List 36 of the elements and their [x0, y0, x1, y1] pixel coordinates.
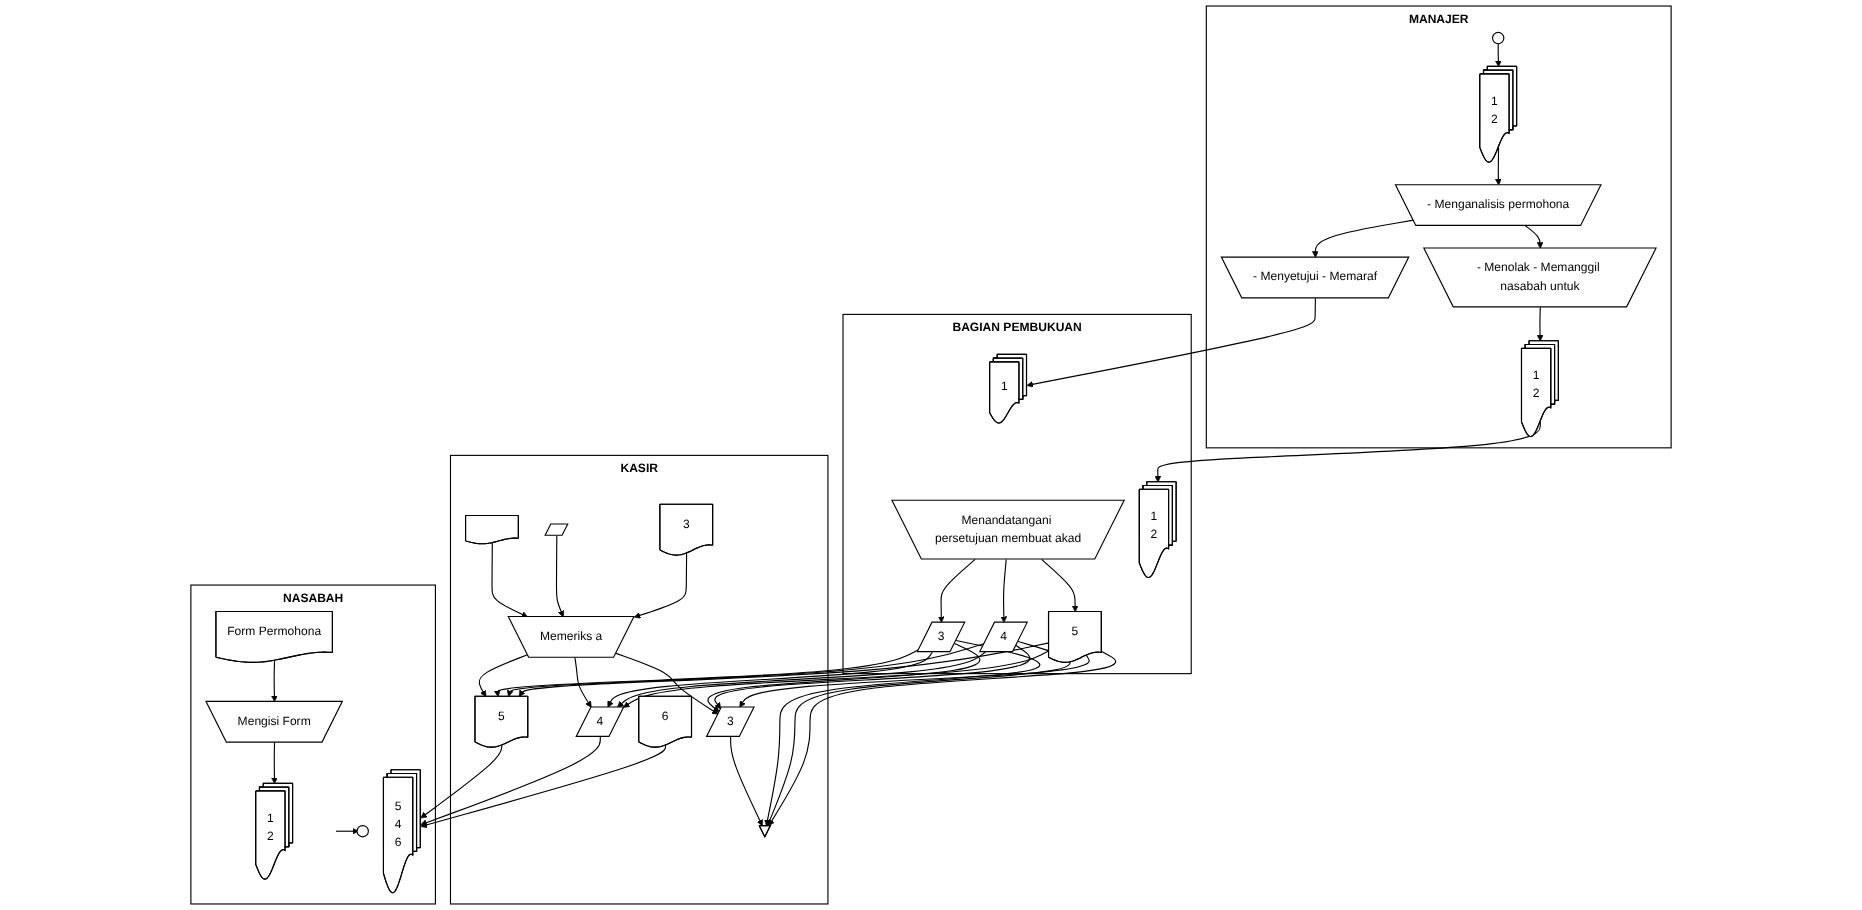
arrow — [493, 648, 920, 697]
arrow — [491, 542, 528, 618]
arrow — [271, 660, 278, 703]
arrow — [768, 651, 1117, 827]
arrow — [1312, 219, 1414, 258]
arrow — [938, 558, 976, 623]
arrow — [335, 827, 359, 835]
arrow — [420, 744, 503, 819]
arrow — [271, 741, 278, 784]
arrow — [1026, 297, 1316, 388]
arrow — [607, 651, 933, 708]
arrow — [1495, 146, 1502, 186]
arrow — [1495, 43, 1502, 68]
arrow — [1154, 421, 1541, 483]
arrow — [1000, 558, 1008, 623]
document-shape — [465, 514, 519, 545]
arrow — [555, 535, 565, 618]
arrow — [1536, 306, 1544, 342]
arrow — [714, 645, 1031, 710]
arrow — [420, 744, 667, 829]
offline-storage-triangle — [758, 825, 771, 838]
arrow — [623, 650, 1050, 708]
arrow — [617, 651, 986, 708]
arrow — [574, 657, 592, 708]
data-parallelogram — [544, 523, 569, 536]
connector-circle — [356, 825, 369, 838]
arrow — [615, 652, 719, 715]
connector-circle — [1491, 31, 1505, 45]
arrow — [420, 736, 601, 826]
arrow — [478, 654, 529, 697]
arrow — [730, 736, 763, 827]
arrow — [1524, 225, 1544, 249]
arrow — [707, 642, 981, 713]
arrow — [1041, 558, 1079, 613]
arrow — [633, 552, 688, 619]
arrow — [739, 654, 1090, 708]
